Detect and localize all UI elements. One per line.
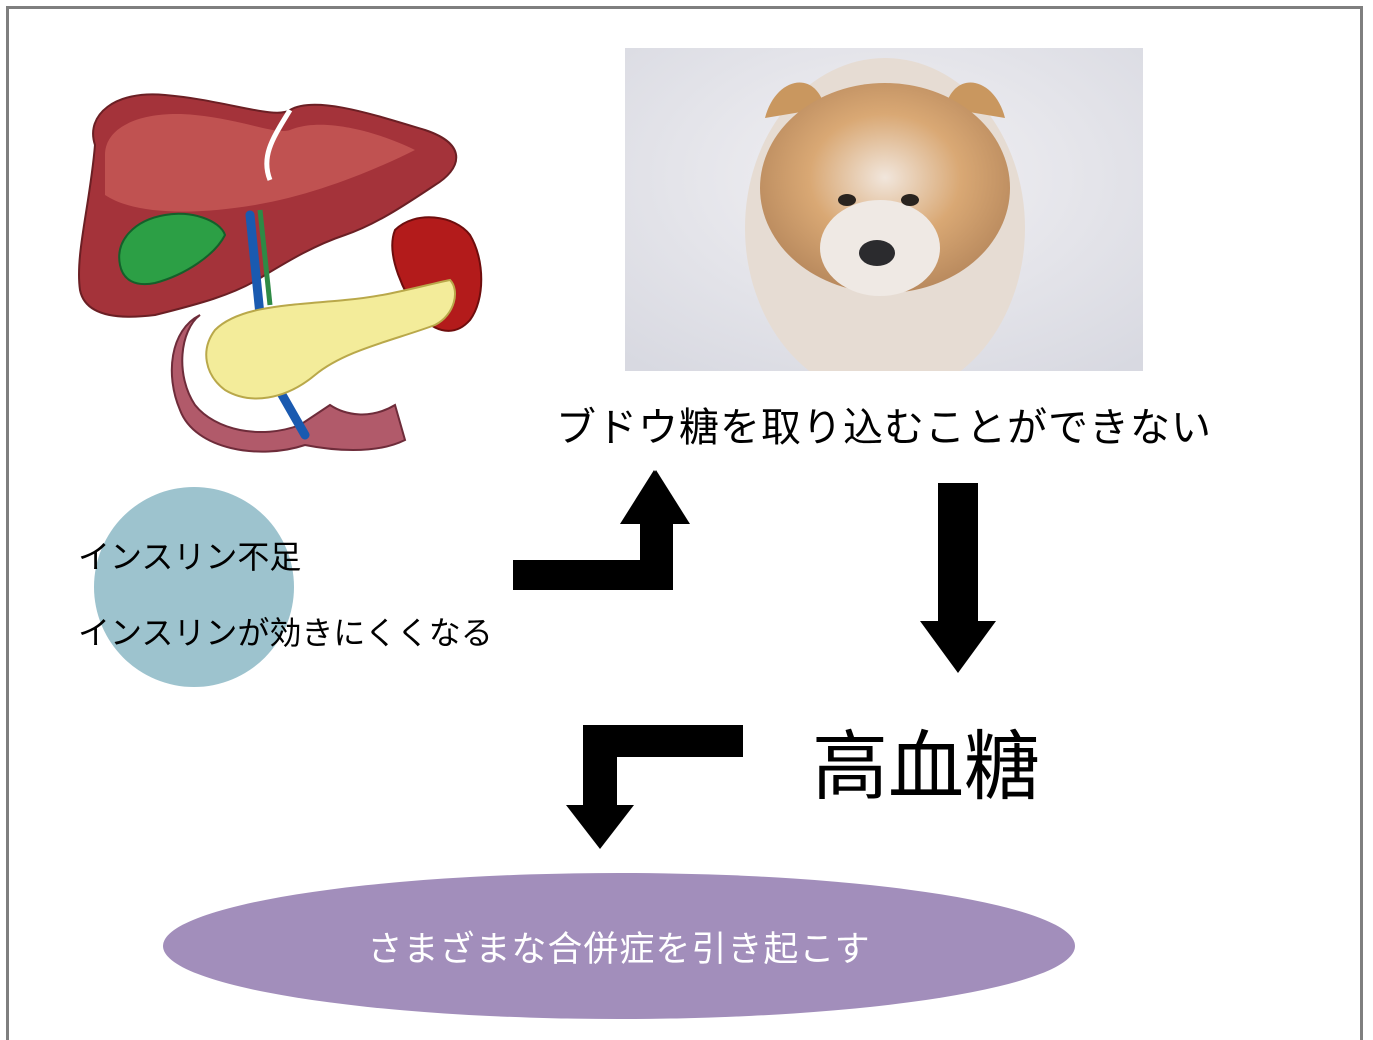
cause-insulin-resistance: インスリンが効きにくくなる	[78, 614, 493, 652]
akita-dog-in-snow-photo	[625, 48, 1143, 371]
arrow-elbow-up	[513, 470, 690, 590]
liver-pancreas-illustration	[78, 93, 483, 453]
hyperglycemia-label: 高血糖	[812, 722, 1040, 811]
arrow-elbow-down	[566, 725, 743, 849]
cause-insulin-deficiency: インスリン不足	[78, 538, 302, 576]
complications-ellipse: さまざまな合併症を引き起こす	[163, 873, 1075, 1019]
glucose-uptake-label: ブドウ糖を取り込むことができない	[556, 405, 1212, 451]
arrow-down	[920, 483, 996, 673]
complications-label: さまざまな合併症を引き起こす	[367, 929, 871, 970]
cause-circle	[94, 487, 294, 687]
